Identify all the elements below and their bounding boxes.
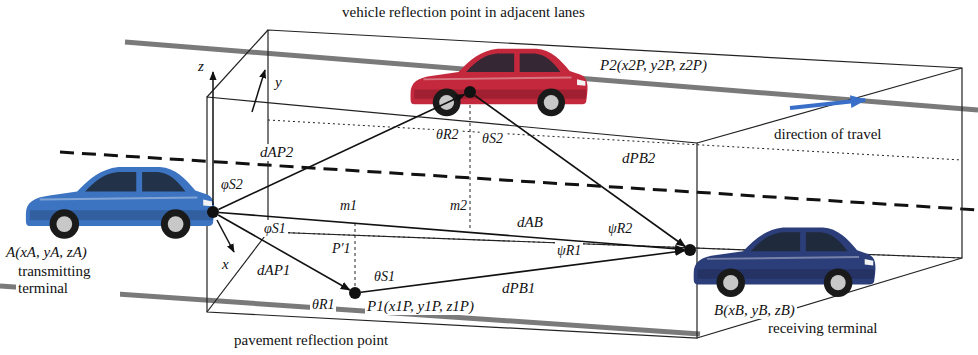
point-caption: transmitting terminal xyxy=(16,263,120,297)
point-coordinates: P2(x2P, y2P, z2P) xyxy=(598,57,709,74)
y-axis xyxy=(252,70,265,112)
box-back-face xyxy=(268,30,962,258)
point-caption: receiving terminal xyxy=(766,320,880,337)
signal-path xyxy=(475,96,685,247)
signal-path xyxy=(218,95,464,210)
distance-label: dPB2 xyxy=(620,150,657,167)
annotation: direction of travel xyxy=(772,126,883,143)
signal-path xyxy=(219,212,684,249)
distance-label: dPB1 xyxy=(500,280,537,297)
x-axis xyxy=(217,220,234,252)
distance-label: dAB xyxy=(515,214,545,231)
reflecting-car xyxy=(411,49,588,117)
annotation: x xyxy=(220,256,231,273)
travel-arrow xyxy=(790,100,865,108)
annotation: y xyxy=(273,74,284,91)
reflection-point: P1(x1P, y1P, z1P)pavement reflection poi… xyxy=(349,287,361,299)
angle-label: ψR1 xyxy=(555,242,583,259)
angle-label: P′1 xyxy=(330,240,353,257)
angle-label: θS2 xyxy=(480,130,505,147)
angle-label: θR1 xyxy=(310,296,336,313)
transmitting-car xyxy=(26,167,214,239)
reflection-point: B(xB, yB, zB)receiving terminal xyxy=(684,244,696,256)
annotation: vehicle reflection point in adjacent lan… xyxy=(340,4,587,21)
angle-label: φS2 xyxy=(219,176,245,193)
distance-label: dAP1 xyxy=(255,262,292,279)
angle-label: ψR2 xyxy=(606,220,634,237)
reflection-point: A(xA, yA, zA)transmitting terminal xyxy=(207,206,219,218)
point-coordinates: B(xB, yB, zB) xyxy=(712,302,797,319)
angle-label: θR2 xyxy=(434,126,460,143)
angle-label: m2 xyxy=(448,197,469,214)
point-coordinates: A(xA, yA, zA) xyxy=(4,244,89,261)
projection-line xyxy=(355,224,356,286)
z-axis xyxy=(212,72,214,205)
box-edge xyxy=(207,30,268,97)
annotation: z xyxy=(196,58,206,75)
angle-label: m1 xyxy=(338,197,359,214)
projection-line xyxy=(470,99,471,231)
reflection-point: P2(x2P, y2P, z2P) xyxy=(464,86,476,98)
box-edge xyxy=(697,68,962,143)
point-coordinates: P1(x1P, y1P, z1P) xyxy=(365,298,476,315)
angle-label: φS1 xyxy=(262,220,288,237)
point-caption: pavement reflection point xyxy=(232,332,390,349)
distance-label: dAP2 xyxy=(258,144,295,161)
receiving-car xyxy=(694,228,876,297)
angle-label: θS1 xyxy=(372,268,397,285)
box-front-face xyxy=(207,97,697,338)
plane-line xyxy=(268,120,962,160)
